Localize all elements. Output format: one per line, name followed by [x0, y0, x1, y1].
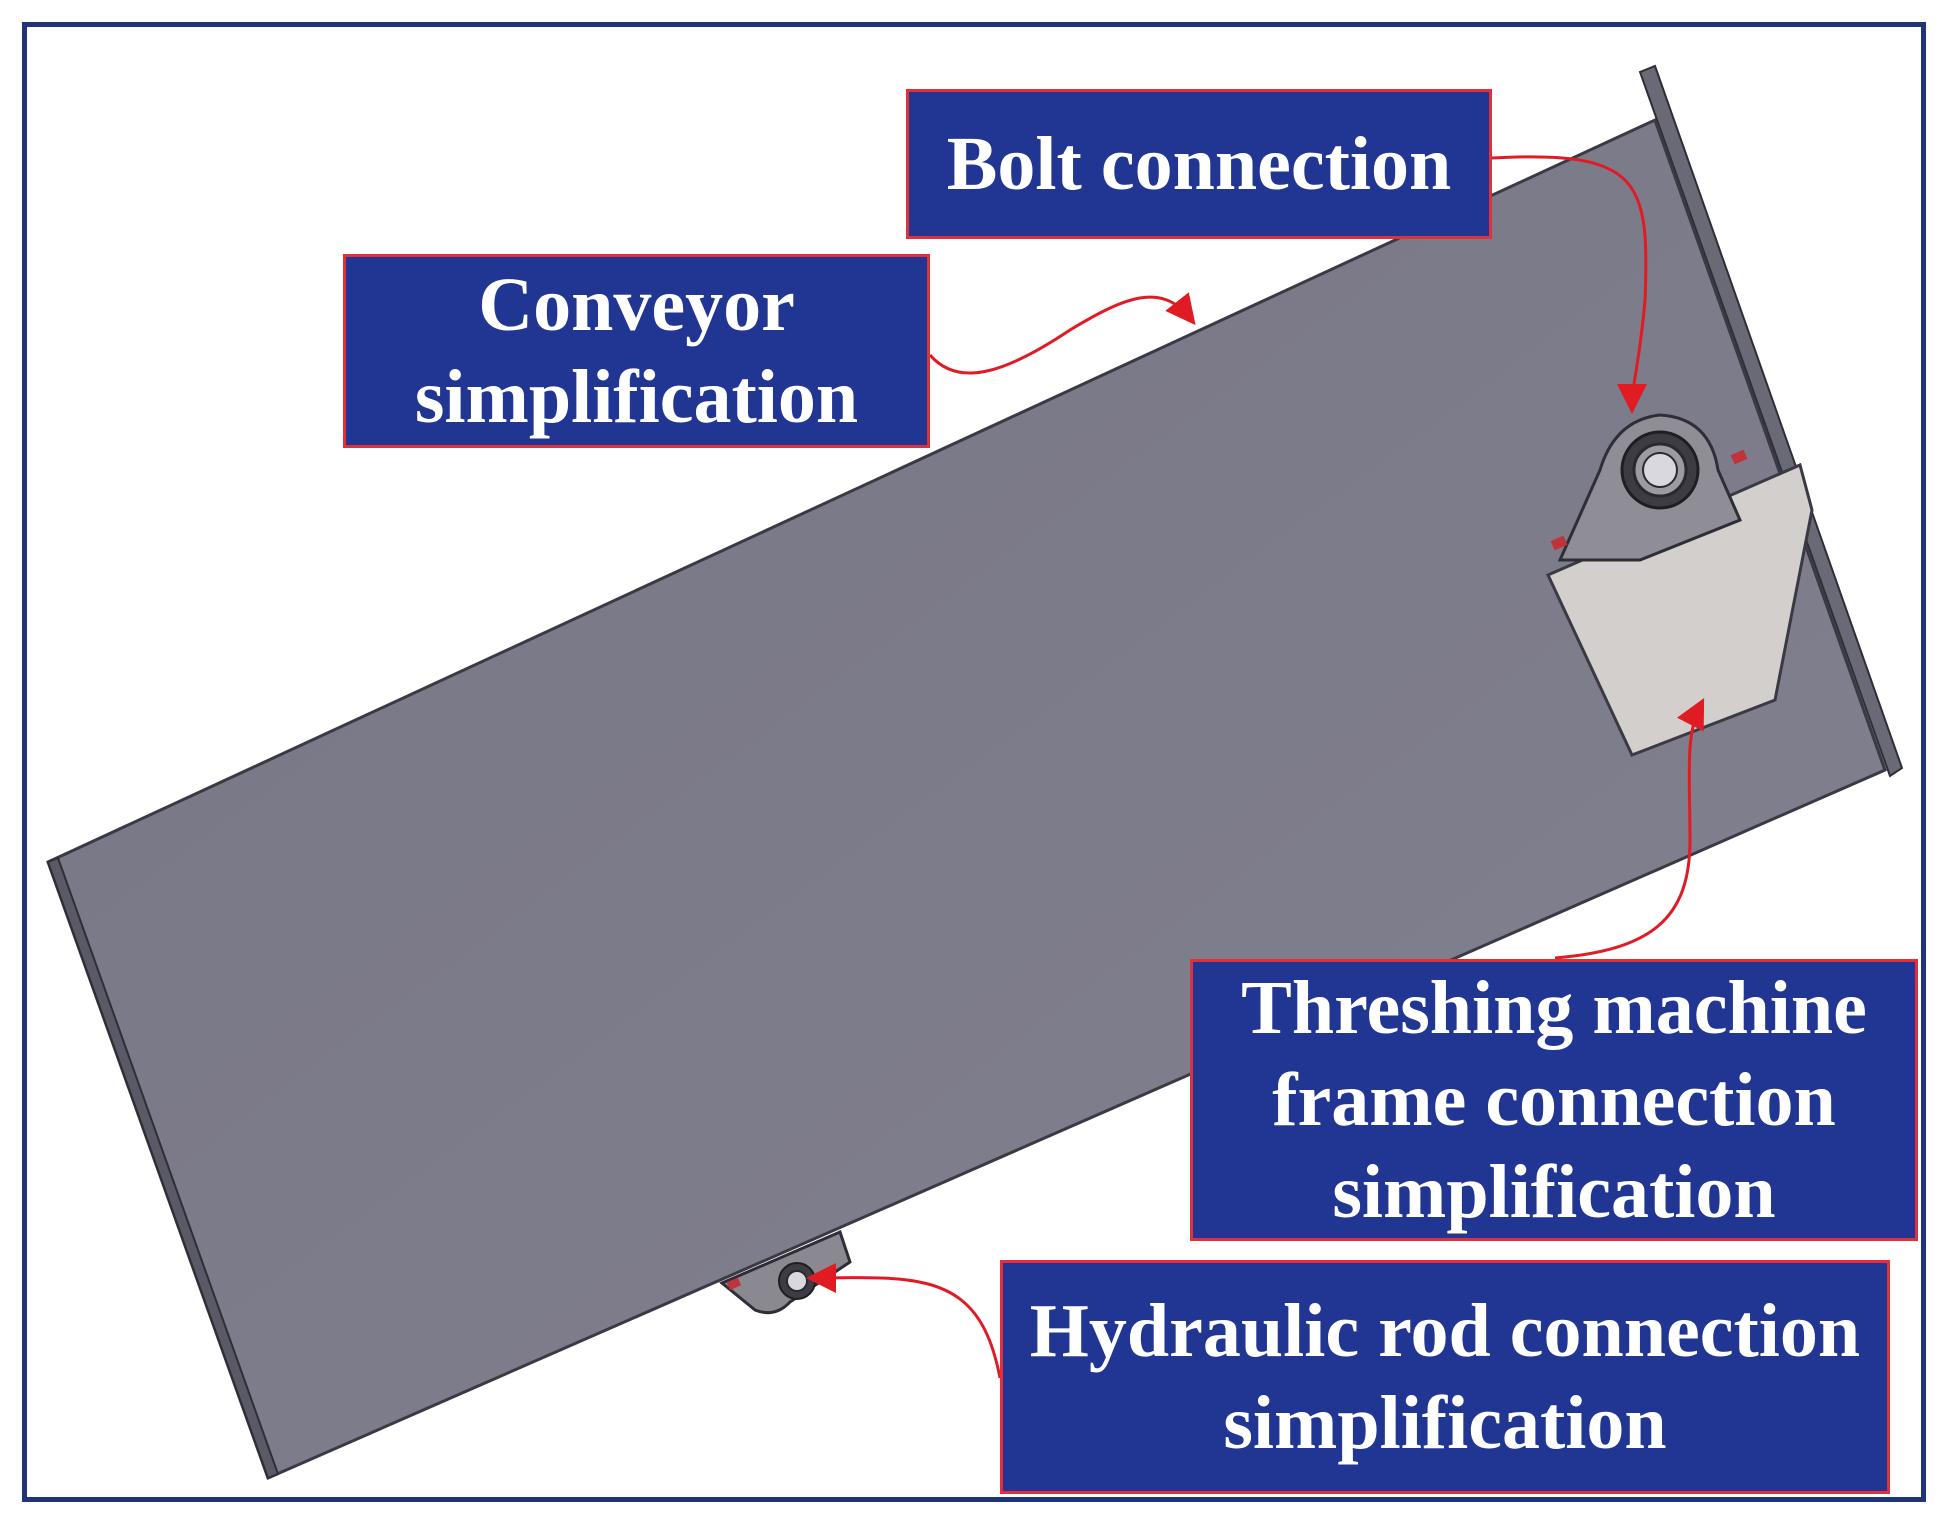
conveyor-plate — [46, 64, 1904, 1481]
arrow-hydraulic-rod — [806, 1262, 1002, 1379]
label-line: Threshing machine — [1241, 966, 1867, 1050]
label-hydraulic-rod-connection: Hydraulic rod connection simplification — [1000, 1260, 1890, 1494]
label-conveyor-simplification: Conveyor simplification — [343, 254, 930, 448]
label-line: Bolt connection — [946, 122, 1452, 206]
label-bolt-connection: Bolt connection — [906, 89, 1492, 239]
label-threshing-frame-connection: Threshing machine frame connection simpl… — [1190, 959, 1918, 1241]
label-line: frame connection — [1272, 1058, 1836, 1142]
arrow-threshing-frame — [1554, 698, 1705, 960]
hydraulic-rod-lug — [719, 1229, 852, 1315]
arrow-conveyor — [928, 292, 1196, 375]
arrow-bolt-connection — [1491, 155, 1648, 414]
leader-arrows — [806, 155, 1705, 1379]
label-line: Conveyor — [478, 263, 795, 347]
label-line: simplification — [1223, 1381, 1667, 1465]
label-line: simplification — [414, 355, 859, 439]
label-line: simplification — [1332, 1150, 1776, 1234]
threshing-frame-bracket — [1545, 413, 1814, 757]
label-line: Hydraulic rod connection — [1029, 1289, 1861, 1373]
